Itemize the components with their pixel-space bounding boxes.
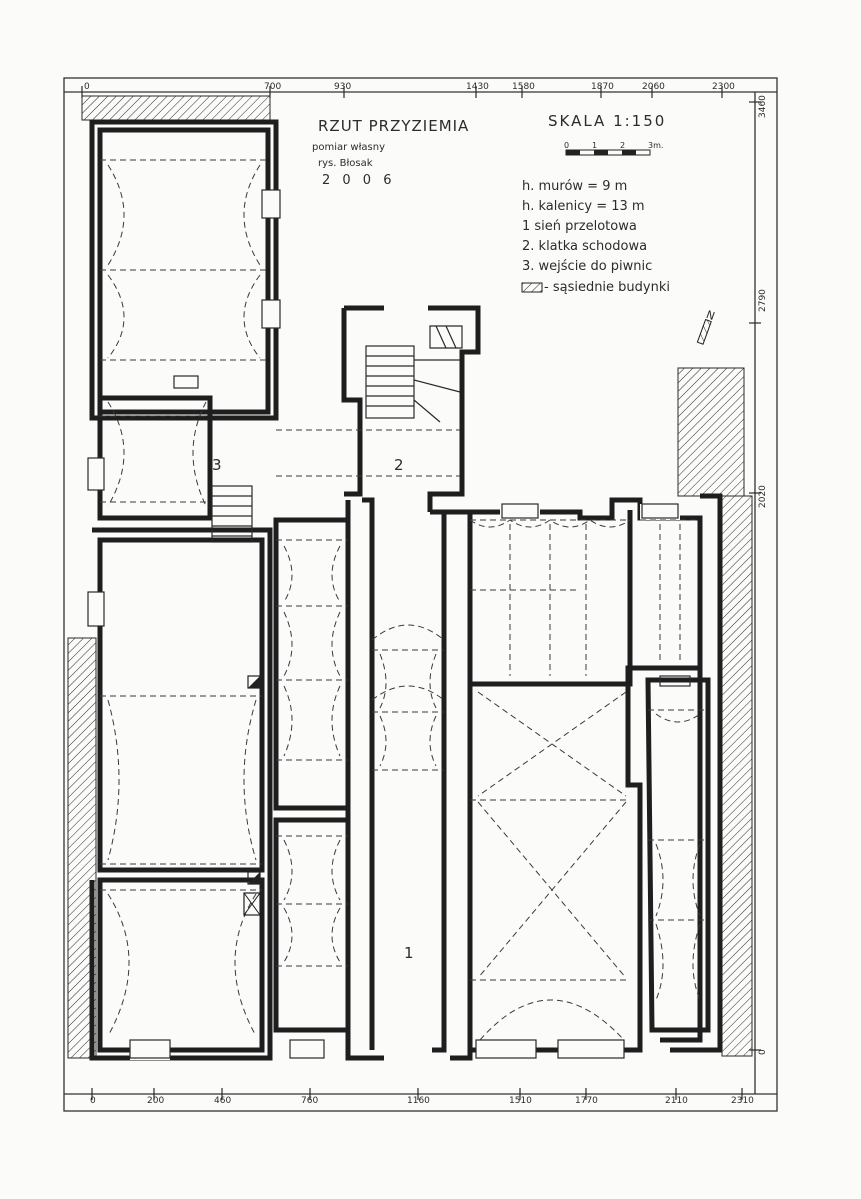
legend-hatch-swatch — [521, 282, 543, 293]
scale-tick-label: 1 — [592, 141, 597, 150]
bottom-dim-label: 200 — [147, 1096, 164, 1106]
legend-item: h. kalenicy = 13 m — [522, 199, 645, 214]
scale-tick-label: 0 — [564, 141, 569, 150]
north-arrow: N — [696, 308, 717, 345]
legend-item: - sąsiednie budynki — [544, 280, 670, 295]
legend-item: 3. wejście do piwnic — [522, 259, 652, 274]
neighbouring-buildings-hatch — [67, 95, 753, 1059]
staircase-cellar — [211, 485, 253, 543]
top-dim-label: 2060 — [642, 82, 665, 92]
top-dim-label: 1870 — [591, 82, 614, 92]
legend: h. murów = 9 m h. kalenicy = 13 m 1 sień… — [521, 179, 670, 295]
top-dim-label: 0 — [84, 82, 90, 92]
north-label: N — [704, 308, 716, 323]
scale-tick-label: 2 — [620, 141, 625, 150]
opening-marks — [87, 189, 691, 1059]
legend-item: h. murów = 9 m — [522, 179, 627, 194]
bottom-dim-label: 2310 — [731, 1096, 754, 1106]
top-dim-label: 930 — [334, 82, 351, 92]
year: 2 0 0 6 — [322, 173, 395, 188]
scale-bar — [565, 149, 651, 156]
bottom-dim-label: 1510 — [509, 1096, 532, 1106]
top-dimension-ticks — [81, 86, 723, 98]
scale-label: SKALA 1:150 — [548, 112, 666, 130]
room-label-2: 2 — [394, 456, 404, 474]
survey-note: pomiar własny — [312, 142, 385, 153]
top-dim-label: 1430 — [466, 82, 489, 92]
openings — [88, 190, 680, 1060]
room-label-3: 3 — [212, 456, 222, 474]
right-dim-label: 0 — [758, 1049, 768, 1055]
bottom-dim-label: 0 — [90, 1096, 96, 1106]
plan-title: RZUT PRZYZIEMIA — [318, 117, 469, 135]
bottom-dimension-labels: 0 200 460 760 1160 1510 1770 2110 2310 — [90, 1096, 754, 1106]
top-dim-label: 1580 — [512, 82, 535, 92]
legend-item: 2. klatka schodowa — [522, 239, 647, 254]
right-dimension-labels: 3460 2790 2020 0 — [758, 95, 768, 1055]
chimney-symbols — [243, 675, 261, 916]
bottom-dim-label: 460 — [214, 1096, 231, 1106]
right-dim-label: 2790 — [758, 289, 768, 312]
bottom-dim-label: 760 — [301, 1096, 318, 1106]
scale-tick-label: 3m. — [648, 141, 663, 150]
bottom-dim-label: 1160 — [407, 1096, 430, 1106]
top-dimension-labels: 0 700 930 1430 1580 1870 2060 2300 — [84, 82, 735, 92]
right-dim-label: 2020 — [758, 485, 768, 508]
drawn-by: rys. Błosak — [318, 158, 373, 169]
room-label-1: 1 — [404, 944, 414, 962]
top-dim-label: 2300 — [712, 82, 735, 92]
staircase-main — [365, 325, 463, 423]
bottom-dim-label: 1770 — [575, 1096, 598, 1106]
legend-item: 1 sień przelotowa — [522, 219, 637, 234]
scale-ticks: 0 1 2 3m. — [564, 141, 663, 150]
top-dim-label: 700 — [264, 82, 281, 92]
bottom-dim-label: 2110 — [665, 1096, 688, 1106]
building-walls — [89, 119, 723, 1061]
right-dim-label: 3460 — [758, 95, 768, 118]
bottom-dimension-ticks — [91, 1088, 743, 1100]
drawing-frame — [63, 77, 778, 1112]
vault-lines — [100, 159, 708, 1041]
